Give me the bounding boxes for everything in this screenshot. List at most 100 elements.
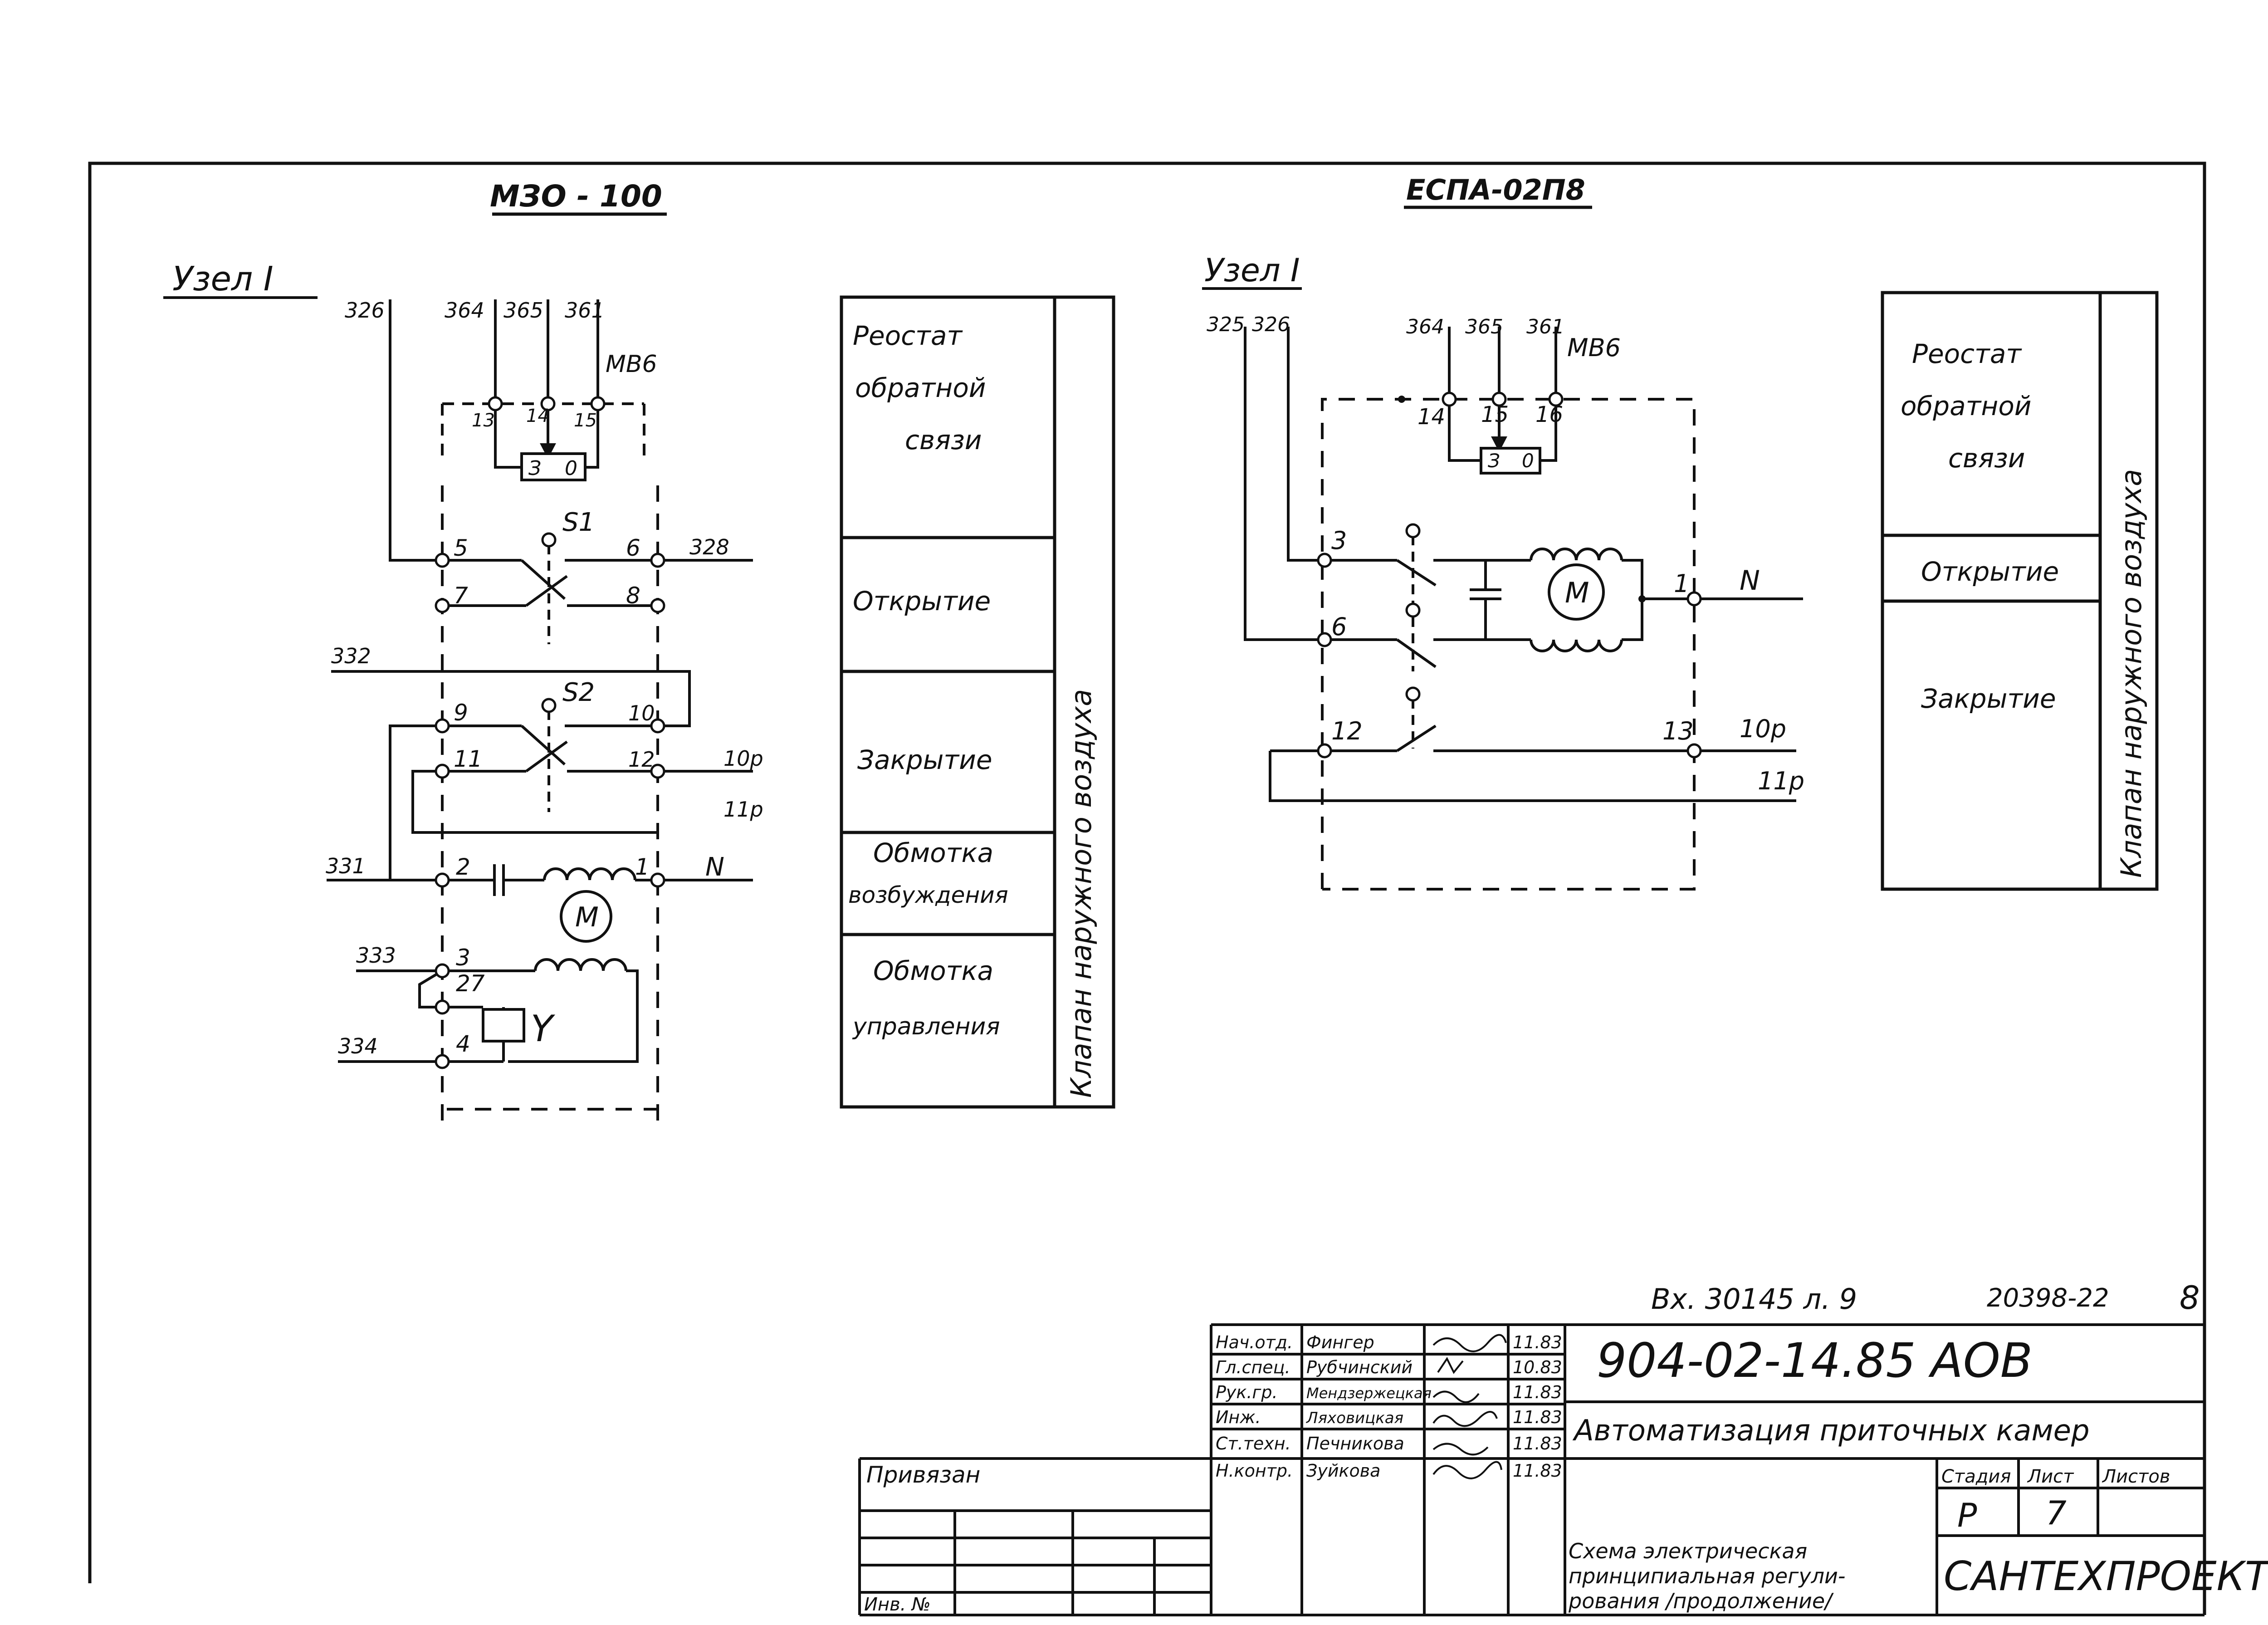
inventory-reference: Вх. 30145 л. 9 xyxy=(1651,1282,1857,1316)
svg-text:11р: 11р xyxy=(723,797,763,822)
svg-text:Рук.гр.: Рук.гр. xyxy=(1216,1382,1278,1402)
right-wiring xyxy=(1244,327,1803,891)
svg-text:управления: управления xyxy=(852,1013,1000,1040)
svg-text:Печникова: Печникова xyxy=(1306,1434,1404,1454)
svg-text:361: 361 xyxy=(1526,315,1564,338)
svg-text:N: N xyxy=(705,852,724,882)
svg-text:9: 9 xyxy=(454,700,468,726)
svg-text:12: 12 xyxy=(628,747,655,772)
project-title: Автоматизация приточных камер xyxy=(1572,1414,2090,1448)
left-legend-row-0: Реостат xyxy=(853,320,963,351)
sheet-label: Лист xyxy=(2027,1466,2074,1487)
svg-text:4: 4 xyxy=(456,1031,470,1057)
svg-text:10р: 10р xyxy=(1740,715,1786,743)
organization-name: САНТЕХПРОЕКТ xyxy=(1944,1553,2268,1600)
svg-text:11р: 11р xyxy=(1758,767,1804,795)
svg-text:принципиальная регули-: принципиальная регули- xyxy=(1569,1564,1845,1588)
svg-text:6: 6 xyxy=(626,535,640,561)
stage-value: Р xyxy=(1957,1496,1977,1534)
left-terminals xyxy=(435,396,665,1069)
right-schematic: ЕСПА-02П8 Узел I xyxy=(1202,173,2159,891)
document-code: 904-02-14.85 АОВ xyxy=(1597,1333,2033,1388)
svg-text:0: 0 xyxy=(565,457,577,480)
svg-text:12: 12 xyxy=(1331,717,1363,745)
sheet-code: 20398-22 xyxy=(1987,1283,2109,1313)
svg-text:326: 326 xyxy=(1252,313,1290,336)
svg-text:325: 325 xyxy=(1207,313,1245,336)
svg-text:10р: 10р xyxy=(723,746,763,771)
svg-text:МВ6: МВ6 xyxy=(606,351,657,378)
left-motor-label: M xyxy=(575,901,599,933)
right-rheostat xyxy=(1480,447,1541,475)
svg-text:14: 14 xyxy=(1418,404,1445,430)
left-rheostat xyxy=(520,452,587,481)
svg-text:обратной: обратной xyxy=(1901,391,2032,421)
right-legend-row-0: Реостат xyxy=(1912,338,2022,369)
left-legend-row-3: Обмотка xyxy=(873,837,993,868)
svg-text:11.83: 11.83 xyxy=(1513,1461,1562,1481)
left-legend-row-2: Закрытие xyxy=(857,744,992,775)
right-legend-side: Клапан наружного воздуха xyxy=(2115,469,2148,878)
right-terminals xyxy=(1317,392,1702,759)
svg-text:1: 1 xyxy=(1674,569,1689,598)
sheets-label: Листов xyxy=(2102,1466,2170,1487)
left-legend-side: Клапан наружного воздуха xyxy=(1065,689,1098,1098)
right-legend-table xyxy=(1881,291,2159,891)
svg-text:Ст.техн.: Ст.техн. xyxy=(1216,1434,1291,1454)
svg-text:326: 326 xyxy=(345,298,385,323)
svg-text:364: 364 xyxy=(1406,315,1444,338)
svg-text:возбуждения: возбуждения xyxy=(848,882,1008,908)
svg-text:З: З xyxy=(1488,450,1500,472)
svg-text:Фингер: Фингер xyxy=(1306,1332,1374,1352)
left-legend-table xyxy=(840,295,1115,1109)
svg-text:S2: S2 xyxy=(562,678,595,707)
svg-text:10.83: 10.83 xyxy=(1513,1357,1562,1377)
svg-text:13: 13 xyxy=(472,410,495,431)
svg-text:Гл.спец.: Гл.спец. xyxy=(1216,1357,1290,1377)
svg-text:Нач.отд.: Нач.отд. xyxy=(1216,1332,1293,1352)
svg-text:328: 328 xyxy=(689,535,729,559)
svg-text:361: 361 xyxy=(565,298,605,323)
drawing-title: Схема электрическая принципиальная регул… xyxy=(1568,1539,1845,1613)
left-legend-row-4: Обмотка xyxy=(873,955,993,986)
svg-text:16: 16 xyxy=(1535,402,1563,427)
svg-text:333: 333 xyxy=(356,943,396,968)
svg-text:331: 331 xyxy=(326,854,366,878)
left-schematic: МЗО - 100 Узел I xyxy=(163,179,1115,1121)
right-node-label: Узел I xyxy=(1204,252,1300,289)
svg-text:11.83: 11.83 xyxy=(1513,1382,1562,1402)
svg-text:11.83: 11.83 xyxy=(1513,1434,1562,1454)
left-node-label: Узел I xyxy=(172,259,274,299)
right-title: ЕСПА-02П8 xyxy=(1406,173,1585,206)
svg-text:Схема электрическая: Схема электрическая xyxy=(1569,1539,1807,1563)
right-legend-row-2: Закрытие xyxy=(1921,683,2056,714)
svg-text:Ляховицкая: Ляховицкая xyxy=(1305,1409,1403,1427)
svg-text:11.83: 11.83 xyxy=(1513,1407,1562,1427)
inventory-number-label: Инв. № xyxy=(864,1594,931,1615)
left-coil-label: Y xyxy=(531,1008,556,1050)
svg-text:0: 0 xyxy=(1522,450,1534,472)
title-block: Вх. 30145 л. 9 20398-22 8 904-02-14.85 А… xyxy=(858,1279,2268,1616)
svg-text:рования /продолжение/: рования /продолжение/ xyxy=(1568,1589,1834,1613)
svg-text:5: 5 xyxy=(454,535,468,561)
svg-text:N: N xyxy=(1740,565,1760,597)
svg-text:Рубчинский: Рубчинский xyxy=(1306,1357,1413,1377)
svg-text:11.83: 11.83 xyxy=(1513,1332,1562,1352)
sheet-value: 7 xyxy=(2046,1494,2067,1532)
svg-text:365: 365 xyxy=(503,298,543,323)
svg-text:15: 15 xyxy=(1481,402,1509,427)
svg-text:Зуйкова: Зуйкова xyxy=(1306,1461,1380,1481)
signatures: Нач.отд. Фингер 11.83 Гл.спец. Рубчински… xyxy=(1216,1332,1562,1481)
svg-text:Мендзержецкая: Мендзержецкая xyxy=(1306,1385,1432,1402)
svg-text:6: 6 xyxy=(1331,612,1347,641)
svg-text:332: 332 xyxy=(331,644,371,668)
sheet-number-top: 8 xyxy=(2180,1279,2200,1317)
svg-text:10: 10 xyxy=(628,701,655,725)
svg-text:1: 1 xyxy=(635,854,650,880)
svg-text:З: З xyxy=(528,457,541,480)
svg-text:связи: связи xyxy=(905,425,982,455)
svg-text:365: 365 xyxy=(1465,315,1503,338)
svg-text:обратной: обратной xyxy=(855,372,986,403)
